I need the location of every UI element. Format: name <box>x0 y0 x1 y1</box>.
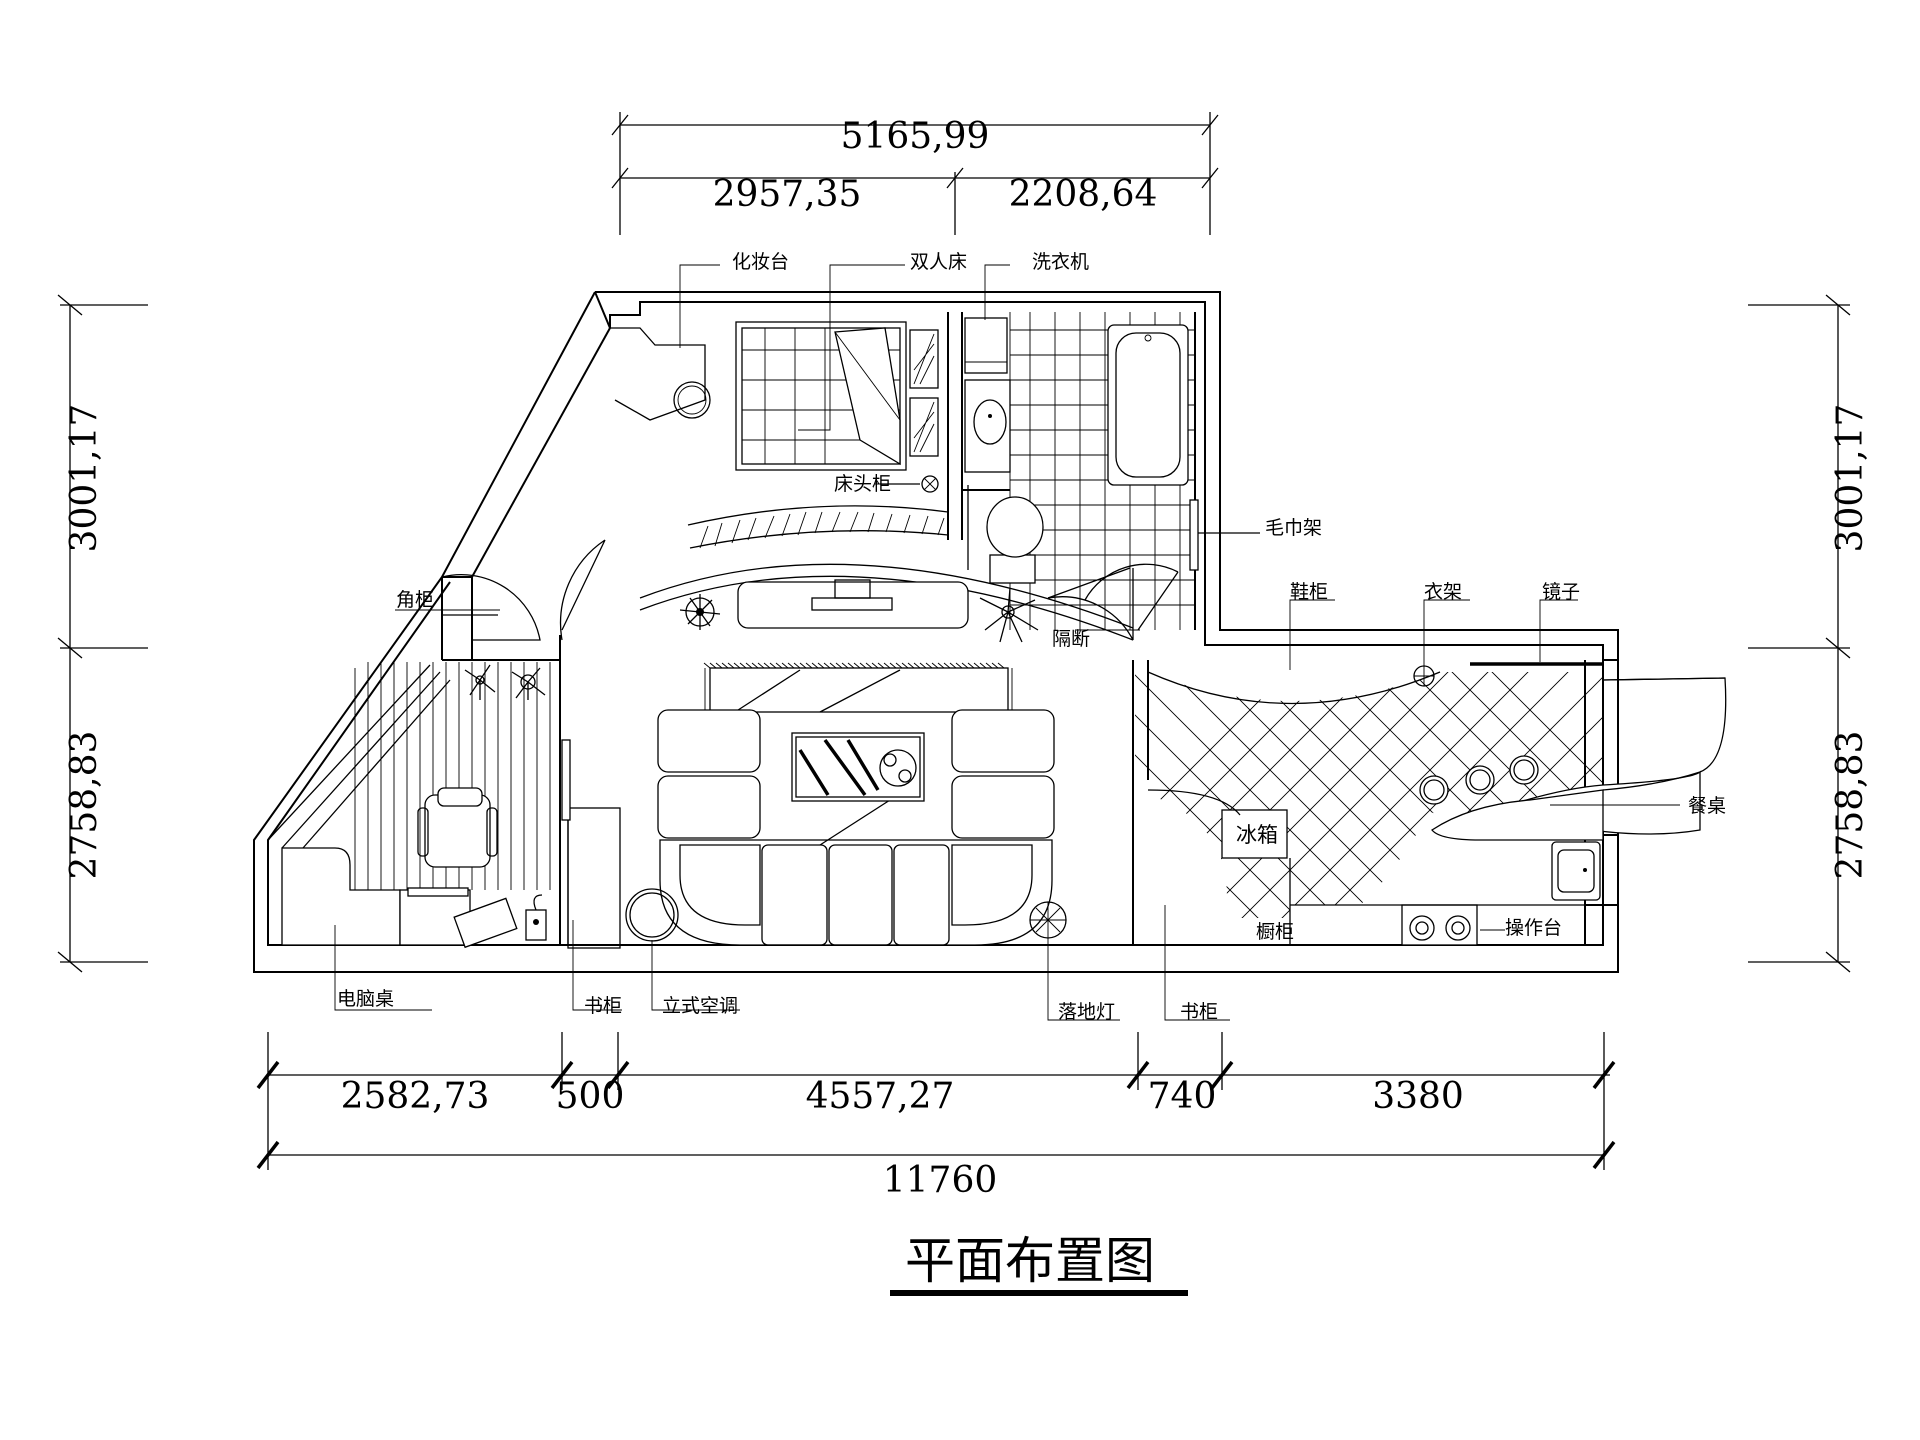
washing-machine <box>964 317 1008 374</box>
kitchen <box>1135 662 1727 946</box>
dim-right-lower: 2758,83 <box>1830 731 1871 880</box>
nightstands <box>909 329 939 457</box>
dim-right-upper: 3001,17 <box>1830 404 1871 553</box>
towel-rack <box>1189 499 1199 571</box>
dim-top-total: 5165,99 <box>841 116 990 157</box>
fridge <box>1221 809 1288 859</box>
dim-bottom-5: 3380 <box>1372 1076 1464 1117</box>
wardrobe <box>687 505 949 549</box>
label-computer-desk: 电脑桌 <box>337 988 394 1010</box>
dressing-table <box>610 327 706 421</box>
bathroom <box>964 312 1260 631</box>
tv-cabinet <box>737 581 969 629</box>
label-fridge: 冰箱 <box>1236 823 1278 847</box>
label-floor-lamp: 落地灯 <box>1058 1001 1115 1023</box>
label-towel-rack: 毛巾架 <box>1265 517 1322 539</box>
label-partition: 隔断 <box>1052 628 1090 650</box>
dressing-stool <box>673 381 711 419</box>
dim-bottom-1: 2582,73 <box>341 1076 490 1117</box>
label-dressing-table: 化妆台 <box>732 251 789 273</box>
label-double-bed: 双人床 <box>910 251 967 273</box>
label-bookcase-left: 书柜 <box>584 995 622 1017</box>
dim-bottom-2: 500 <box>556 1076 625 1117</box>
toilet <box>986 496 1044 584</box>
leader-lines <box>334 264 1680 1021</box>
floor-lamp <box>1029 901 1067 939</box>
label-shoe-cabinet: 鞋柜 <box>1290 581 1328 603</box>
bookcase-left <box>567 807 621 949</box>
dim-top-right: 2208,64 <box>1009 174 1158 215</box>
bar-stools <box>1419 755 1539 805</box>
dim-top-left: 2957,35 <box>713 174 862 215</box>
label-cupboard: 橱柜 <box>1256 921 1294 943</box>
dining-table <box>1431 677 1727 841</box>
dimension-labels: 5165,99 2957,35 2208,64 3001,17 2758,83 … <box>64 116 1871 1201</box>
label-counter: 操作台 <box>1505 917 1562 939</box>
label-corner-cabinet: 角柜 <box>396 589 434 611</box>
sink <box>1551 841 1601 901</box>
dim-bottom-4: 740 <box>1148 1076 1217 1117</box>
dimension-lines <box>57 112 1851 1170</box>
label-nightstand: 床头柜 <box>834 473 891 495</box>
page-title: 平面布置图 <box>905 1232 1155 1290</box>
dim-left-lower: 2758,83 <box>64 731 105 880</box>
coffee-table <box>791 732 925 802</box>
living-room <box>559 539 1134 949</box>
label-coat-rack: 衣架 <box>1424 581 1462 603</box>
dim-bottom-3: 4557,27 <box>806 1076 955 1117</box>
title-block: 平面布置图 <box>890 1232 1188 1296</box>
label-mirror: 镜子 <box>1542 581 1580 603</box>
chaise <box>453 897 518 949</box>
bedroom <box>610 321 949 549</box>
dim-left-upper: 3001,17 <box>64 404 105 553</box>
study <box>267 574 551 949</box>
telephone <box>525 894 547 941</box>
plant-4 <box>511 667 546 700</box>
label-washing-machine: 洗衣机 <box>1032 251 1089 273</box>
shoe-cabinet <box>1147 671 1441 705</box>
walls <box>253 291 1619 973</box>
stove <box>1401 904 1478 946</box>
double-bed <box>735 321 907 471</box>
room-labels: 化妆台 双人床 洗衣机 床头柜 毛巾架 角柜 隔断 鞋柜 衣架 镜子 餐桌 冰箱… <box>337 251 1726 1023</box>
bathtub <box>1107 324 1189 486</box>
label-air-conditioner: 立式空调 <box>662 995 738 1017</box>
washbasin <box>964 379 1011 473</box>
computer-desk <box>281 847 471 946</box>
carpet <box>703 662 1013 713</box>
plant-1 <box>679 594 721 630</box>
sofa-set <box>657 709 1055 946</box>
computer-chair <box>417 787 498 868</box>
label-dining-table: 餐桌 <box>1688 795 1726 817</box>
dim-bottom-total: 11760 <box>883 1160 998 1201</box>
title-underline <box>890 1290 1188 1296</box>
label-bookcase-right: 书柜 <box>1180 1001 1218 1023</box>
plant-3 <box>464 664 496 700</box>
plant-2 <box>979 587 1039 643</box>
